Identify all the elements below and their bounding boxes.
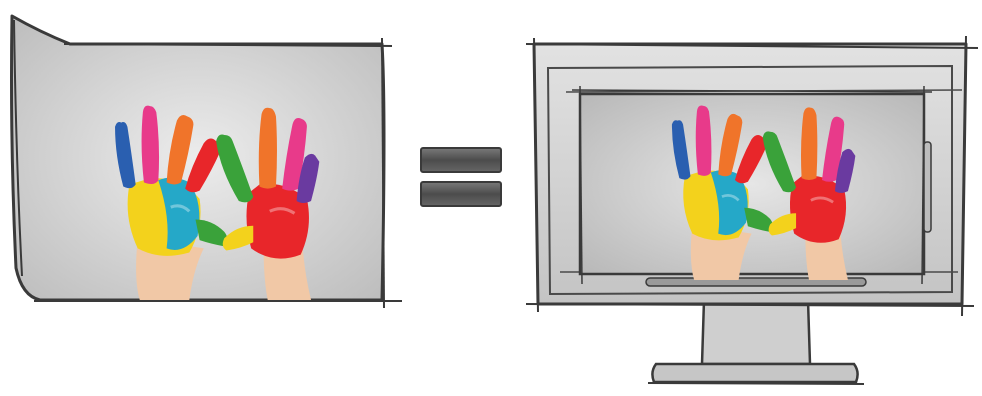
monitor-stand-base	[652, 364, 857, 382]
monitor-side-button	[924, 142, 931, 232]
equals-bar-top	[421, 148, 501, 172]
equals-sign-icon	[421, 148, 501, 206]
monitor-stand-neck	[702, 300, 810, 364]
monitor-screen	[580, 94, 924, 274]
monitor-panel	[526, 36, 978, 384]
printed-paper-panel	[12, 16, 403, 308]
equals-bar-bottom	[421, 182, 501, 206]
